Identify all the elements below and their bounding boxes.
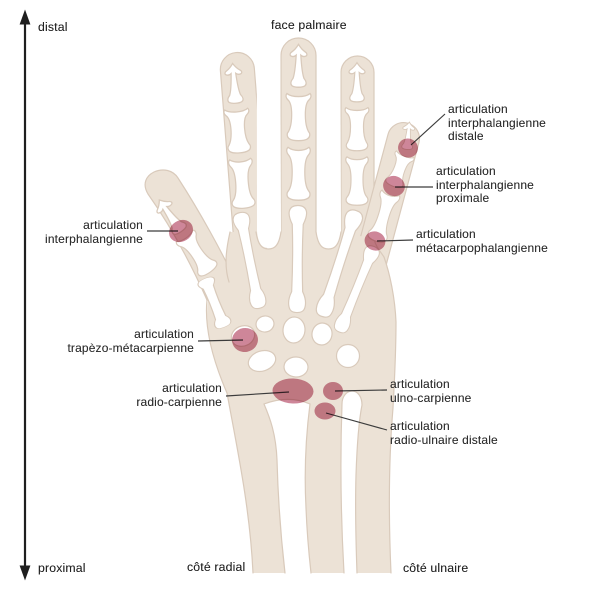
joint-markers [169,138,418,420]
joint-marker-interphalangienne-distale [398,138,418,158]
capitate-bone [282,316,306,344]
lunate-bone [283,356,309,378]
leader-line-interphalangienne-distale [410,113,446,146]
joint-marker-radio-ulnaire-distale [314,402,336,420]
joint-marker-metacarpophalangienne [364,231,386,251]
trapezoid-bone [255,315,275,333]
joint-marker-interphalangienne-proximale [383,175,405,197]
hamate-bone [311,322,333,346]
joint-marker-trapezo-metacarpienne [232,327,258,353]
web-space-index-middle [256,28,281,248]
joint-marker-ulno-carpienne [323,382,343,400]
web-space-middle-ring [317,28,341,248]
proximal-distal-axis-arrow [19,9,31,581]
ulna-bone [340,391,362,573]
scaphoid-bone [247,349,277,373]
leader-line-ulno-carpienne [334,389,388,392]
leader-line-radio-ulnaire-distale [325,412,388,431]
joint-marker-interphalangienne-pouce [169,219,193,243]
silhouette-outlines [205,231,397,574]
joint-marker-radio-carpienne [272,378,314,404]
triquetrum-bone [335,343,361,369]
